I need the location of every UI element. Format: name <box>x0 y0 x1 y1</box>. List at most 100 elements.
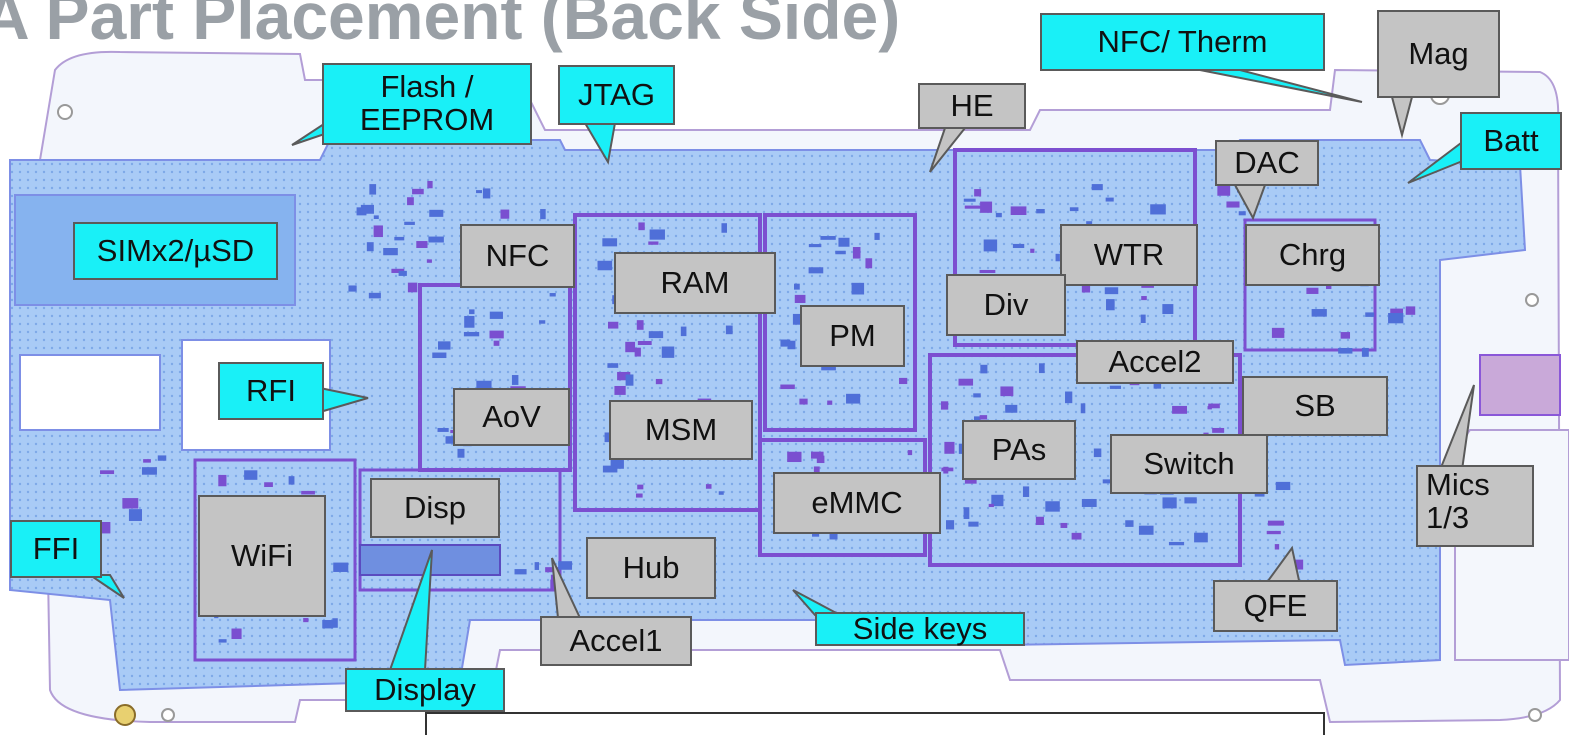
smd-component <box>851 282 865 295</box>
smd-component <box>1274 544 1280 550</box>
label-dac: DAC <box>1215 140 1319 186</box>
label-pm: PM <box>800 305 905 367</box>
smd-component <box>792 313 803 325</box>
smd-component <box>1081 498 1097 507</box>
label-emmc-text: eMMC <box>811 484 903 520</box>
smd-component <box>1295 559 1304 570</box>
pointer-rfi <box>319 386 369 414</box>
usb-connector <box>1479 354 1561 416</box>
smd-component <box>1071 532 1082 540</box>
smd-component <box>963 507 970 519</box>
smd-component <box>303 617 309 623</box>
smd-component <box>398 270 407 276</box>
label-pas-text: PAs <box>991 431 1047 467</box>
label-nfc: NFC <box>460 224 575 288</box>
smd-component <box>1036 209 1045 214</box>
smd-component <box>725 325 733 335</box>
smd-component <box>514 569 527 575</box>
label-display-text: Display <box>374 671 476 707</box>
smd-component <box>625 341 636 353</box>
smd-component <box>974 189 982 197</box>
smd-component <box>1012 243 1025 249</box>
smd-component <box>218 474 227 487</box>
label-disp-text: Disp <box>403 489 466 525</box>
label-mics-line1: Mics <box>1426 467 1490 502</box>
label-jtag: JTAG <box>558 65 675 125</box>
smd-component <box>787 340 796 350</box>
smd-component <box>811 451 824 459</box>
label-accel1-text: Accel1 <box>569 622 663 658</box>
page-title: A Part Placement (Back Side) <box>0 0 901 53</box>
pointer-batt <box>1407 137 1466 184</box>
smd-component <box>1267 520 1284 526</box>
label-disp: Disp <box>370 478 500 538</box>
smd-component <box>852 247 861 259</box>
smd-component <box>865 258 873 269</box>
label-ffi: FFI <box>10 520 102 578</box>
smd-component <box>301 490 315 495</box>
label-wifi-text: WiFi <box>231 537 293 573</box>
smd-component <box>428 236 444 243</box>
smd-component <box>1069 207 1079 212</box>
label-accel1: Accel1 <box>540 616 692 666</box>
smd-component <box>838 237 850 247</box>
smd-component <box>1238 211 1246 216</box>
label-ffi-text: FFI <box>32 530 80 566</box>
label-nfc-text: NFC <box>485 237 550 273</box>
smd-component <box>244 470 258 480</box>
smd-component <box>1194 532 1208 543</box>
smd-component <box>1168 541 1185 546</box>
smd-component <box>1208 403 1220 409</box>
smd-component <box>122 498 139 509</box>
smd-component <box>1162 304 1174 315</box>
smd-component <box>610 457 624 469</box>
smd-component <box>1390 308 1404 316</box>
label-mics-line2: 1/3 <box>1426 499 1470 535</box>
pointer-mag <box>1390 96 1414 139</box>
label-nfc-therm-text: NFC/ Therm <box>1097 23 1268 59</box>
label-switch: Switch <box>1110 434 1268 494</box>
label-batt-text: Batt <box>1483 122 1539 158</box>
smd-component <box>907 450 913 456</box>
smd-component <box>218 639 227 643</box>
smd-component <box>995 212 1002 218</box>
label-aov-text: AoV <box>482 398 541 434</box>
label-qfe-text: QFE <box>1243 587 1308 623</box>
smd-component <box>391 268 405 273</box>
smd-component <box>614 385 626 395</box>
smd-component <box>991 494 1004 507</box>
smd-component <box>794 294 806 303</box>
note-box <box>425 712 1325 735</box>
smd-component <box>437 427 449 432</box>
smd-component <box>813 466 820 474</box>
smd-component <box>1035 516 1044 525</box>
smd-component <box>648 331 664 339</box>
smd-component <box>943 466 949 474</box>
smd-component <box>1109 385 1122 389</box>
label-side-keys: Side keys <box>815 612 1025 646</box>
shield-wifi <box>193 458 357 662</box>
label-flash-eeprom-line1: Flash / <box>380 69 474 105</box>
smd-component <box>988 503 994 508</box>
smd-component <box>1338 347 1353 354</box>
smd-component <box>1060 522 1068 528</box>
smd-component <box>1010 206 1027 216</box>
smd-component <box>540 209 546 220</box>
label-sim: SIMx2/µSD <box>73 222 278 280</box>
smd-component <box>983 239 998 252</box>
smd-component <box>1207 406 1212 410</box>
smd-component <box>539 320 546 324</box>
smd-component <box>1000 386 1014 397</box>
label-wtr: WTR <box>1060 224 1198 286</box>
smd-component <box>1212 427 1225 433</box>
smd-component <box>661 346 675 358</box>
smd-component <box>979 269 996 274</box>
smd-component <box>602 465 618 473</box>
label-accel2-text: Accel2 <box>1108 343 1202 379</box>
smd-component <box>394 236 405 241</box>
label-ram: RAM <box>614 252 776 314</box>
label-mag-text: Mag <box>1408 35 1469 71</box>
smd-component <box>1138 525 1154 535</box>
smd-component <box>1030 248 1035 253</box>
smd-component <box>1306 287 1319 294</box>
